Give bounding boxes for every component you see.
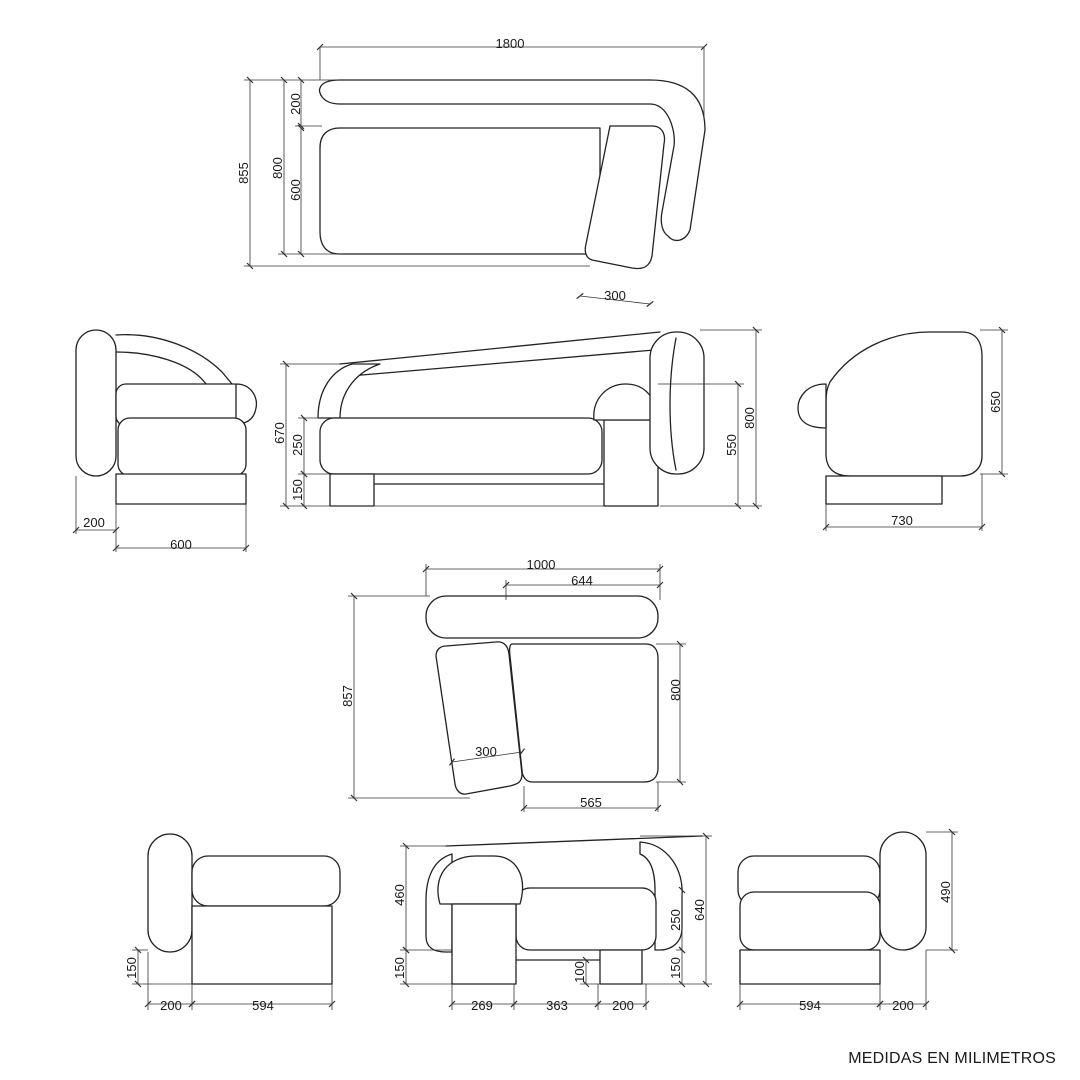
sofa-right-body bbox=[825, 331, 983, 477]
sofa-left-back-inner bbox=[115, 351, 207, 385]
sofa-left-base bbox=[115, 473, 247, 505]
dim-sofa-seat-depth: 800 bbox=[270, 157, 285, 179]
sofa-right-base bbox=[825, 475, 943, 505]
chair-plan-chaise bbox=[435, 641, 523, 795]
dim-chair-front: 565 bbox=[580, 795, 602, 810]
chair-front-leg-right bbox=[599, 949, 643, 985]
chair-front-arm-cap bbox=[437, 855, 524, 905]
sofa-side-right-view bbox=[797, 331, 983, 505]
dim-sofa-left-arm: 200 bbox=[83, 515, 105, 530]
dim-sofa-left-depth: 600 bbox=[170, 537, 192, 552]
sofa-front-back-top bbox=[339, 331, 661, 365]
dim-sofa-right-depth: 730 bbox=[891, 513, 913, 528]
sofa-side-left-view bbox=[75, 329, 258, 505]
dim-sofa-depth: 855 bbox=[236, 162, 251, 184]
dim-chair-seat-height: 460 bbox=[392, 884, 407, 906]
dim-chair-chaise: 300 bbox=[475, 744, 497, 759]
dim-chair-cushion: 250 bbox=[668, 909, 683, 931]
dim-chair-seat-width: 644 bbox=[571, 573, 593, 588]
chair-front-leg-left bbox=[451, 903, 517, 985]
sofa-front-back-inner bbox=[349, 349, 655, 377]
chair-side-right-view bbox=[737, 831, 927, 985]
sofa-front-arm-cap bbox=[593, 383, 657, 421]
sofa-plan-view bbox=[318, 79, 706, 270]
dim-chair-seg-a: 269 bbox=[471, 998, 493, 1013]
dimension-lines bbox=[72, 43, 1008, 1010]
dimension-line bbox=[576, 292, 654, 308]
dim-chair-left-depth: 594 bbox=[252, 998, 274, 1013]
dim-chair-seg-c: 200 bbox=[612, 998, 634, 1013]
dim-sofa-base: 150 bbox=[290, 479, 305, 501]
sofa-left-arm bbox=[75, 329, 117, 477]
sofa-right-arm-end bbox=[797, 383, 827, 429]
dim-sofa-right-height: 650 bbox=[988, 391, 1003, 413]
chair-plan-view bbox=[425, 595, 659, 795]
chair-side-left-view bbox=[147, 833, 341, 985]
dim-chair-seg-b: 363 bbox=[546, 998, 568, 1013]
chair-front-back-top bbox=[445, 835, 703, 847]
sofa-left-back-top bbox=[115, 334, 233, 385]
sofa-plan-seat bbox=[319, 127, 601, 255]
sofa-front-arm-seam bbox=[669, 337, 677, 471]
dim-chair-depth: 857 bbox=[340, 685, 355, 707]
dim-sofa-seat-height: 670 bbox=[272, 422, 287, 444]
chair-left-arm bbox=[147, 833, 193, 953]
dim-chair-base: 150 bbox=[392, 957, 407, 979]
dim-chair-left-leg: 150 bbox=[124, 957, 139, 979]
chair-left-seat bbox=[191, 855, 341, 907]
sofa-front-leg-left bbox=[329, 473, 375, 507]
dim-sofa-seat: 600 bbox=[288, 179, 303, 201]
sofa-front-view bbox=[317, 331, 705, 507]
dimension-line bbox=[448, 748, 526, 766]
chair-left-base bbox=[191, 905, 333, 985]
dim-sofa-width: 1800 bbox=[496, 36, 525, 51]
chair-plan-seat bbox=[508, 643, 659, 783]
dim-chair-left-arm: 200 bbox=[160, 998, 182, 1013]
dim-sofa-arm-height: 550 bbox=[724, 434, 739, 456]
chair-right-base bbox=[739, 949, 881, 985]
dim-chair-right-height: 490 bbox=[938, 881, 953, 903]
chair-front-back-right bbox=[639, 841, 683, 951]
dim-sofa-chaise: 300 bbox=[604, 288, 626, 303]
dim-chair-seat-depth: 800 bbox=[668, 679, 683, 701]
dim-chair-width: 1000 bbox=[527, 557, 556, 572]
sofa-front-seat bbox=[319, 417, 603, 475]
dim-chair-base-right: 150 bbox=[668, 957, 683, 979]
sofa-plan-backrest bbox=[318, 79, 706, 242]
chair-right-arm bbox=[879, 831, 927, 951]
chair-plan-backrest bbox=[425, 595, 659, 639]
chair-front-view bbox=[425, 835, 703, 985]
sofa-left-arm-end bbox=[235, 383, 258, 425]
dim-chair-right-depth: 594 bbox=[799, 998, 821, 1013]
units-note: MEDIDAS EN MILIMETROS bbox=[848, 1050, 1056, 1067]
dim-chair-leg-gap: 100 bbox=[572, 961, 587, 983]
sofa-left-seat bbox=[117, 417, 247, 477]
sofa-plan-chaise bbox=[584, 125, 666, 270]
dim-chair-right-arm: 200 bbox=[892, 998, 914, 1013]
sofa-front-arm-right bbox=[649, 331, 705, 475]
chair-right-seat bbox=[739, 891, 881, 951]
chair-front-seat bbox=[515, 887, 657, 951]
sofa-front-back-left bbox=[317, 363, 381, 419]
dim-sofa-cushion: 250 bbox=[290, 434, 305, 456]
dim-chair-total-height: 640 bbox=[692, 899, 707, 921]
dim-sofa-total-height: 800 bbox=[742, 407, 757, 429]
dim-sofa-backrest: 200 bbox=[288, 93, 303, 115]
